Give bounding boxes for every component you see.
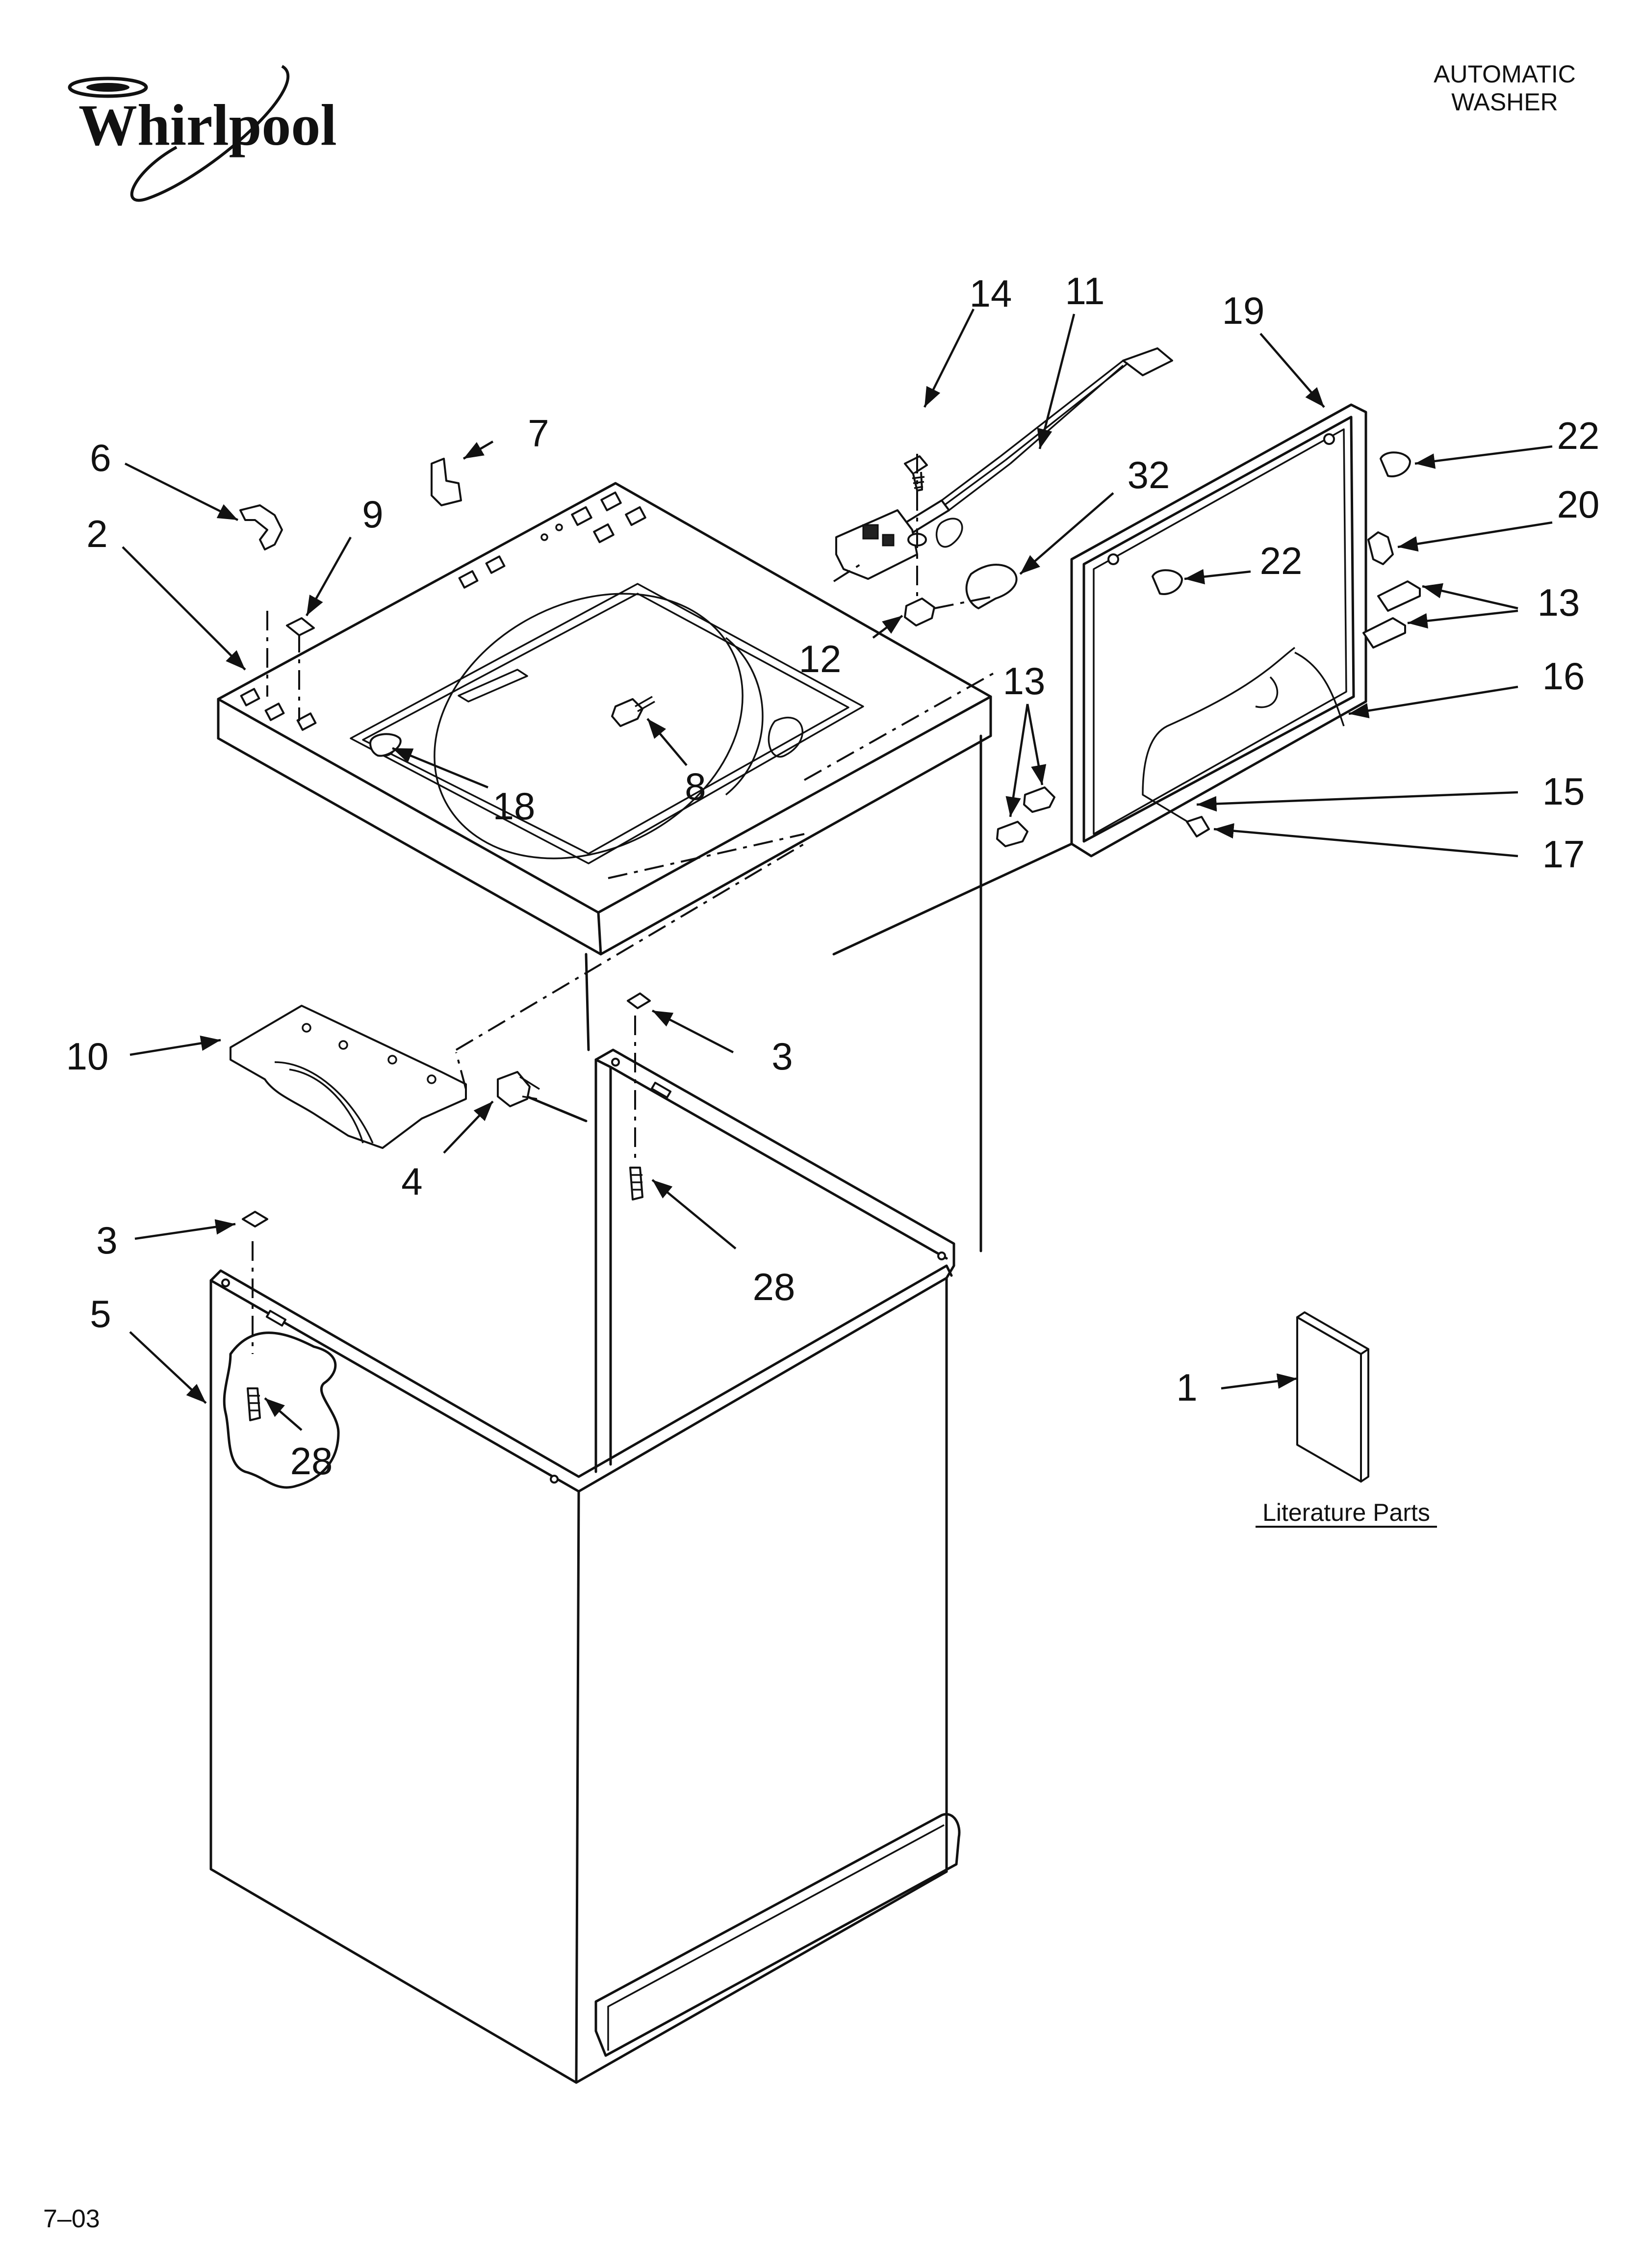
callout-18: 18 (493, 784, 536, 828)
callout-22-left: 22 (1260, 539, 1303, 582)
callout-5: 5 (90, 1292, 111, 1335)
screw-28a-thread (248, 1395, 260, 1411)
brand-wordmark: Whirlpool (78, 92, 337, 157)
product-type-line-1: AUTOMATIC (1434, 60, 1576, 88)
clip-3a (242, 1211, 268, 1227)
screw-28b-thread (630, 1174, 642, 1191)
clip-6 (239, 504, 283, 550)
callout-1: 1 (1176, 1366, 1197, 1409)
callout-4: 4 (401, 1160, 422, 1203)
callout-labels: 1 2 3 3 4 5 6 7 8 9 10 11 12 13 13 14 15… (66, 269, 1600, 1483)
rear-panel-frame (1070, 403, 1367, 858)
callout-32: 32 (1128, 453, 1170, 496)
screw-13c (1023, 786, 1055, 813)
callout-6: 6 (90, 436, 111, 479)
clip-9 (286, 617, 315, 636)
nut-12 (904, 598, 935, 626)
callout-10: 10 (66, 1035, 109, 1078)
callout-3-upper: 3 (771, 1035, 793, 1078)
callout-9: 9 (362, 493, 383, 536)
clip-3b (627, 992, 651, 1009)
callout-20: 20 (1557, 483, 1600, 526)
callout-28-upper: 28 (753, 1265, 795, 1308)
clip-20 (1367, 531, 1394, 565)
screw-13b (1362, 617, 1406, 649)
screw-14 (904, 455, 928, 492)
plug-22a (1380, 451, 1411, 477)
leader-arrows (122, 308, 1553, 1431)
dashline-32 (934, 595, 996, 609)
line-rear-panel (832, 842, 1073, 956)
rear-bracket (230, 1005, 467, 1149)
dashline-11 (833, 563, 862, 582)
callout-16: 16 (1542, 654, 1585, 698)
footer-date-code: 7–03 (43, 2205, 100, 2233)
bracket-7 (431, 458, 462, 506)
screw-28b (629, 1167, 643, 1200)
screw-13a (1377, 580, 1421, 612)
callout-19: 19 (1222, 289, 1265, 332)
plug-22b (1152, 569, 1183, 595)
callout-7: 7 (528, 412, 549, 455)
callout-22-right: 22 (1557, 414, 1600, 457)
literature-parts-label: Literature Parts (1262, 1499, 1430, 1526)
callout-13-left: 13 (1003, 659, 1046, 703)
cap-17 (1186, 816, 1210, 837)
bolt-8-shank (635, 696, 655, 712)
callout-14: 14 (970, 272, 1012, 315)
bolt-8 (611, 698, 643, 727)
callout-15: 15 (1542, 770, 1585, 813)
screw-4 (497, 1071, 531, 1107)
dashline-10b (455, 1052, 467, 1090)
plug-18 (369, 733, 402, 757)
callout-17: 17 (1542, 833, 1585, 876)
wire-harness (835, 347, 1173, 580)
screw-13d (996, 821, 1028, 847)
screw-28a (247, 1387, 261, 1421)
product-type-line-2: WASHER (1451, 88, 1558, 116)
callout-8: 8 (685, 765, 706, 808)
dashline-switch (608, 833, 805, 879)
cabinet (209, 734, 982, 2084)
literature-book (1296, 1311, 1369, 1483)
callout-28-lower: 28 (290, 1439, 333, 1483)
callout-3-lower: 3 (96, 1219, 117, 1262)
dashline-10 (455, 843, 805, 1051)
clip-32 (965, 564, 1018, 609)
screw-4-tip (519, 1076, 540, 1100)
dashline-panel (804, 671, 996, 781)
callout-11: 11 (1065, 269, 1105, 313)
callout-2: 2 (86, 512, 107, 555)
callout-13-right: 13 (1538, 581, 1580, 624)
callout-12: 12 (799, 637, 842, 680)
whirlpool-logo: Whirlpool (68, 65, 337, 202)
